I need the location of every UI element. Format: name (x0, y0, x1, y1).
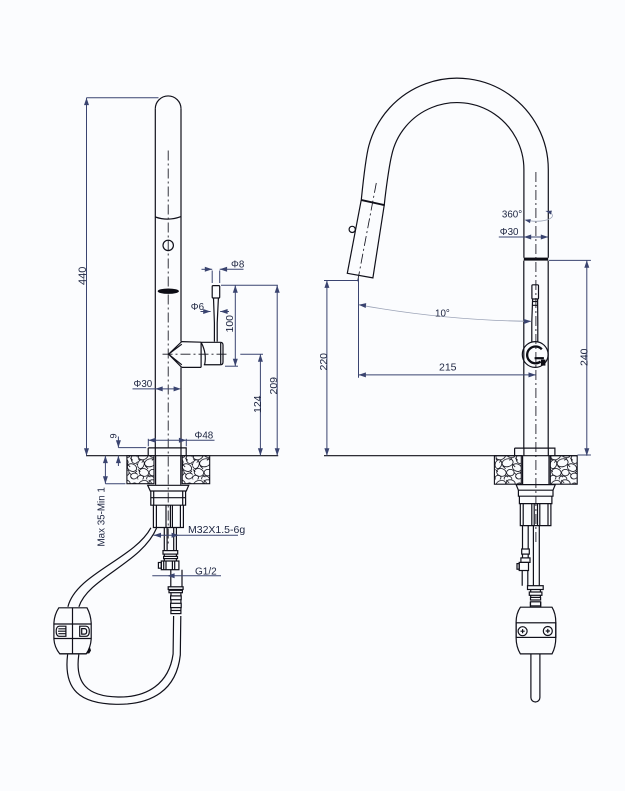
svg-text:Φ30: Φ30 (500, 227, 519, 238)
svg-text:Φ6: Φ6 (191, 302, 205, 313)
svg-text:440: 440 (77, 267, 89, 285)
svg-text:100: 100 (224, 315, 236, 333)
svg-text:9: 9 (109, 433, 119, 438)
svg-text:209: 209 (268, 377, 280, 395)
svg-text:220: 220 (318, 353, 330, 371)
svg-text:Φ8: Φ8 (231, 260, 245, 271)
svg-text:G1/2: G1/2 (195, 566, 217, 577)
svg-text:Φ48: Φ48 (195, 431, 214, 442)
svg-text:124: 124 (252, 395, 264, 413)
svg-text:360°: 360° (502, 209, 522, 220)
svg-text:10°: 10° (435, 309, 450, 320)
svg-text:Φ30: Φ30 (134, 379, 153, 390)
svg-text:240: 240 (579, 348, 591, 366)
svg-text:Max 35-Min 1: Max 35-Min 1 (97, 487, 108, 546)
svg-text:215: 215 (439, 361, 457, 373)
svg-text:M32X1.5-6g: M32X1.5-6g (188, 524, 245, 536)
